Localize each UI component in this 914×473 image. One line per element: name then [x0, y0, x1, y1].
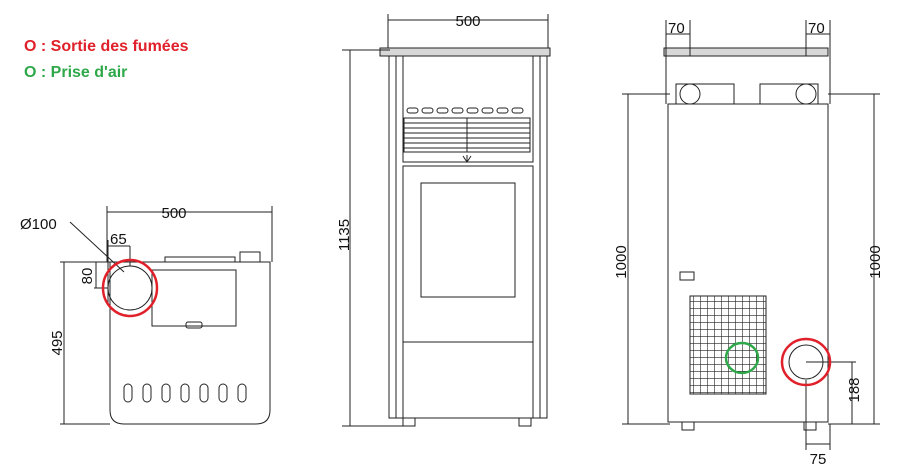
top-body-outline: [109, 261, 271, 425]
back-ventilation-grille: [689, 295, 767, 395]
back-view: [622, 20, 880, 431]
front-view: [342, 14, 551, 427]
back-foot-left: [681, 421, 695, 431]
top-width-label: 500: [161, 205, 186, 222]
back-air-intake-marker: [724, 341, 760, 375]
top-rear-lip: [164, 256, 236, 263]
top-offset-x-label: 65: [110, 231, 127, 248]
legend-smoke-outlet: O : Sortie des fumées: [24, 38, 189, 55]
front-height-label: 1135: [336, 219, 353, 251]
top-firebox: [151, 269, 237, 327]
front-glass-window: [420, 182, 516, 298]
back-top-plate: [663, 47, 829, 57]
back-smoke-outlet-marker: [780, 337, 832, 387]
back-outlet-dimensions: [788, 344, 856, 450]
back-left-pipe-housing: [675, 83, 735, 105]
top-pipe-diameter-label: Ø100: [20, 216, 57, 233]
top-offset-y-label: 80: [79, 268, 96, 285]
front-door: [402, 165, 534, 343]
front-width-label: 500: [455, 13, 480, 30]
back-left-pipe: [679, 83, 701, 105]
top-smoke-outlet-marker: [101, 258, 159, 318]
front-logo-icon: [462, 155, 472, 163]
front-upper-panel: [402, 55, 534, 163]
top-rear-tab: [239, 251, 261, 263]
front-ash-drawer: [402, 341, 534, 419]
back-outlet-height-label: 188: [846, 377, 863, 402]
back-height-right-label: 1000: [867, 245, 884, 278]
top-vent-slots: [123, 383, 247, 403]
back-outlet-offset-label: 75: [810, 451, 827, 468]
back-left-pipe-label: 70: [668, 20, 685, 37]
top-pipe: [107, 265, 153, 311]
back-label-plate: [679, 271, 695, 281]
front-foot-right: [518, 417, 532, 427]
front-louvers: [403, 117, 531, 153]
back-right-pipe-housing: [759, 83, 819, 105]
top-view: [60, 206, 273, 425]
front-control-buttons: [406, 107, 524, 114]
back-right-pipe-label: 70: [808, 20, 825, 37]
legend-air-intake: O : Prise d'air: [24, 64, 128, 81]
back-foot-right: [803, 421, 817, 431]
back-body: [667, 103, 829, 423]
back-right-pipe: [795, 83, 817, 105]
back-height-left-label: 1000: [613, 245, 630, 278]
front-foot-left: [402, 417, 416, 427]
front-top-plate: [379, 47, 551, 57]
top-depth-label: 495: [49, 330, 66, 355]
top-handle: [185, 321, 203, 329]
